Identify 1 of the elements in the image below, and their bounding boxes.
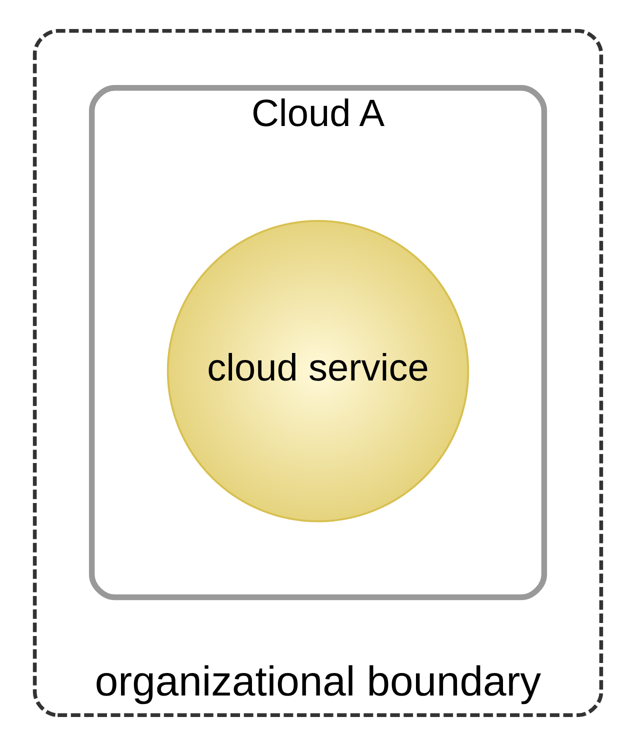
node-circle: cloud service [166,220,469,522]
